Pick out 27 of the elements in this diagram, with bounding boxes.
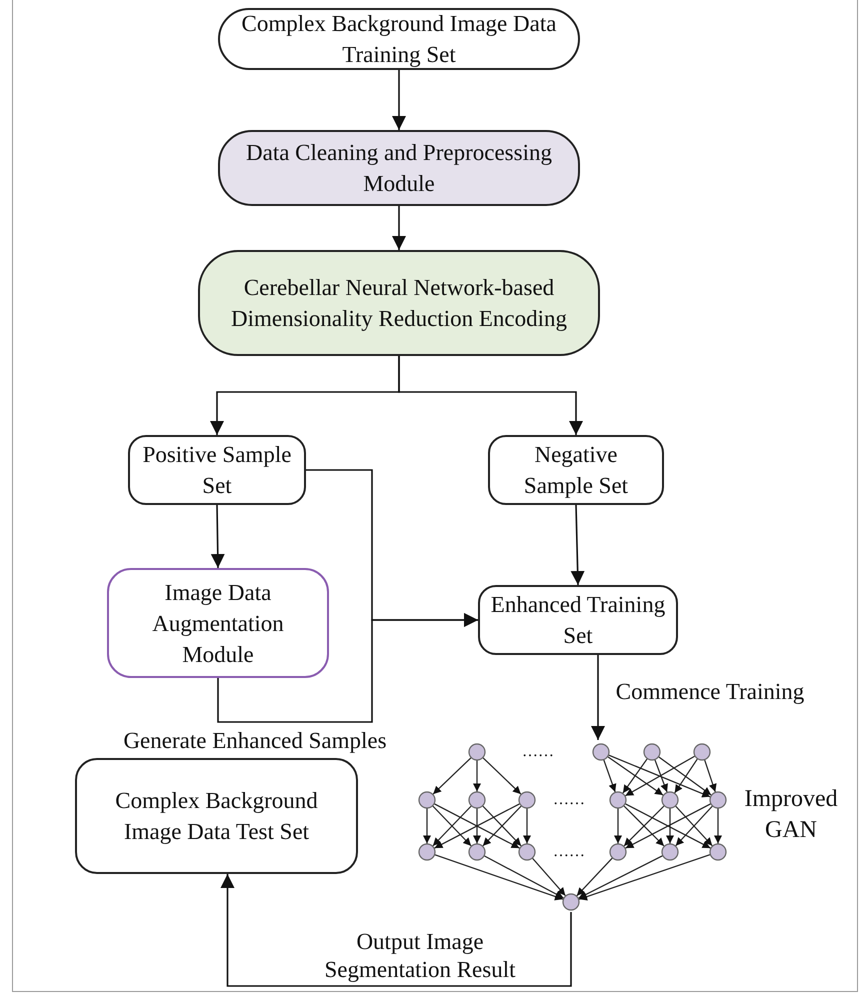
box-text: Enhanced Training Set: [490, 591, 666, 650]
box-text: Cerebellar Neural Network-based Dimensionality Reduction Encoding: [230, 274, 568, 333]
box-text: Data Cleaning and Preprocessing Module: [245, 139, 553, 198]
process-box: [75, 758, 358, 874]
ellipsis-text: ……: [522, 744, 554, 760]
arrow: [220, 874, 572, 987]
box-text: Complex Background Image Data Test Set: [114, 787, 319, 846]
box-text: Negative Sample Set: [522, 441, 630, 500]
ellipsis-text: ……: [553, 792, 585, 808]
ellipsis-text: ……: [553, 844, 585, 860]
process-box: [198, 250, 600, 356]
process-box: [218, 130, 580, 206]
process-box: [478, 585, 678, 655]
arrow: [398, 356, 583, 435]
arrow: [591, 655, 605, 740]
arrow: [217, 613, 478, 723]
process-box: [128, 435, 306, 505]
arrow: [210, 504, 225, 568]
arrow: [392, 206, 406, 250]
box-text: Image Data Augmentation Module: [151, 578, 285, 668]
box-text: Positive Sample Set: [142, 441, 292, 500]
process-box: [107, 568, 329, 678]
network-label: Improved GAN: [743, 785, 839, 845]
box-text: Complex Background Image Data Training Set: [240, 10, 558, 69]
arrow: [392, 70, 406, 130]
process-box: [488, 435, 664, 505]
arrow: [570, 504, 585, 586]
